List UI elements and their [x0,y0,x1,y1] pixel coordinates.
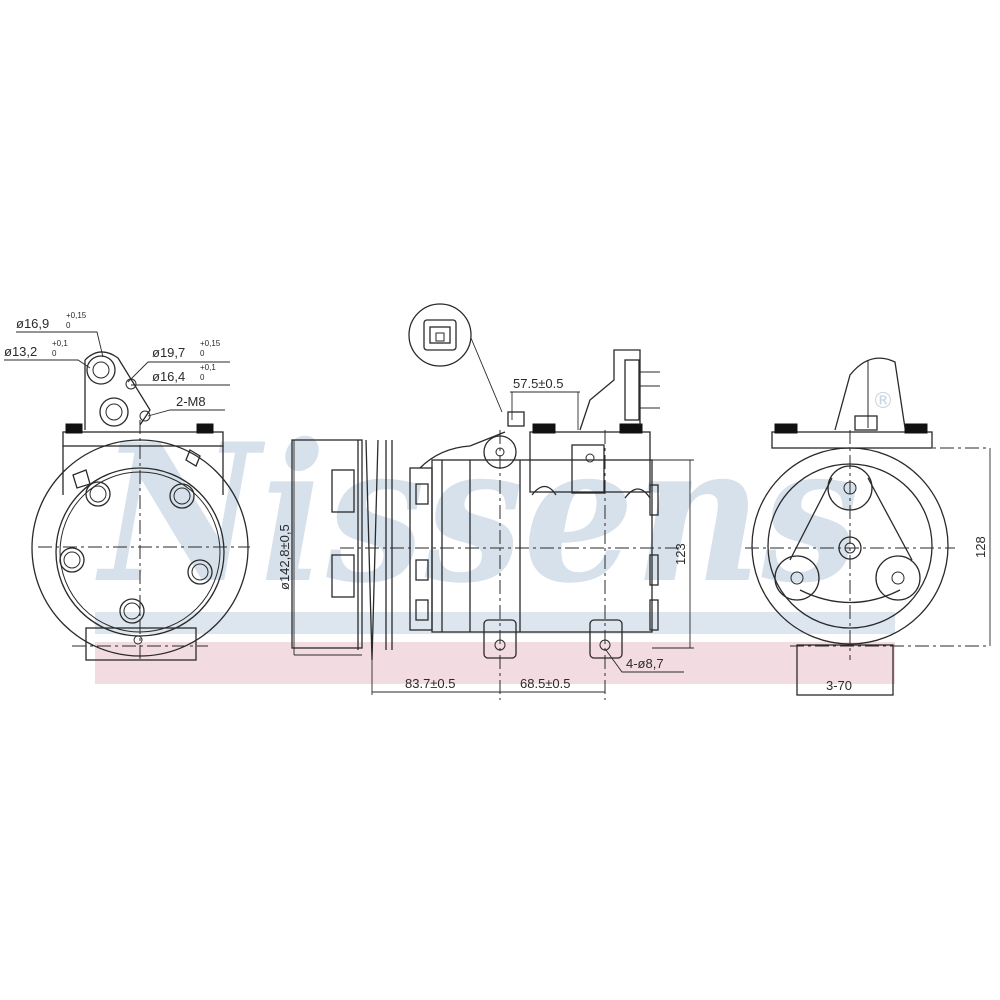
watermark-brand: Nissens [94,402,860,625]
mount-spacing-label: 68.5±0.5 [520,676,571,691]
port4-diameter-label: ø16,4 [152,369,185,384]
port1-diameter-label: ø16,9 [16,316,49,331]
pulley-diameter-label: ø142,8±0,5 [277,524,292,590]
connector-offset-label: 57.5±0.5 [513,376,564,391]
port4-tol-upper: +0,1 [200,363,216,372]
port3-tol-upper: +0,15 [200,339,221,348]
rear-height-label: 128 [973,536,988,558]
port4-tol-lower: 0 [200,373,205,382]
front-view: ø16,9 +0,15 0 ø13,2 +0,1 0 ø19,7 +0,15 0… [4,311,250,661]
pulley-to-mount-label: 83.7±0.5 [405,676,456,691]
rear-width-label: 3-70 [826,678,852,693]
port1-tol-upper: +0,15 [66,311,87,320]
watermark-band-blue [95,612,895,634]
watermark-band-pink [95,642,895,684]
port2-diameter-label: ø13,2 [4,344,37,359]
connector-callout-circle [408,303,472,367]
port3-diameter-label: ø19,7 [152,345,185,360]
port2-tol-upper: +0,1 [52,339,68,348]
port3-tol-lower: 0 [200,349,205,358]
mount-holes-label: 4-ø8,7 [626,656,664,671]
port2-tol-lower: 0 [52,349,57,358]
port1-tol-lower: 0 [66,321,71,330]
registered-mark: ® [872,389,894,414]
watermark: Nissens ® [94,389,895,684]
rear-view: 128 3-70 [745,357,991,696]
side-height-label: 123 [673,543,688,565]
thread-label: 2-M8 [176,394,206,409]
side-view: ø142,8±0,5 57.5±0.5 123 83.7±0.5 68.5±0.… [277,303,694,700]
